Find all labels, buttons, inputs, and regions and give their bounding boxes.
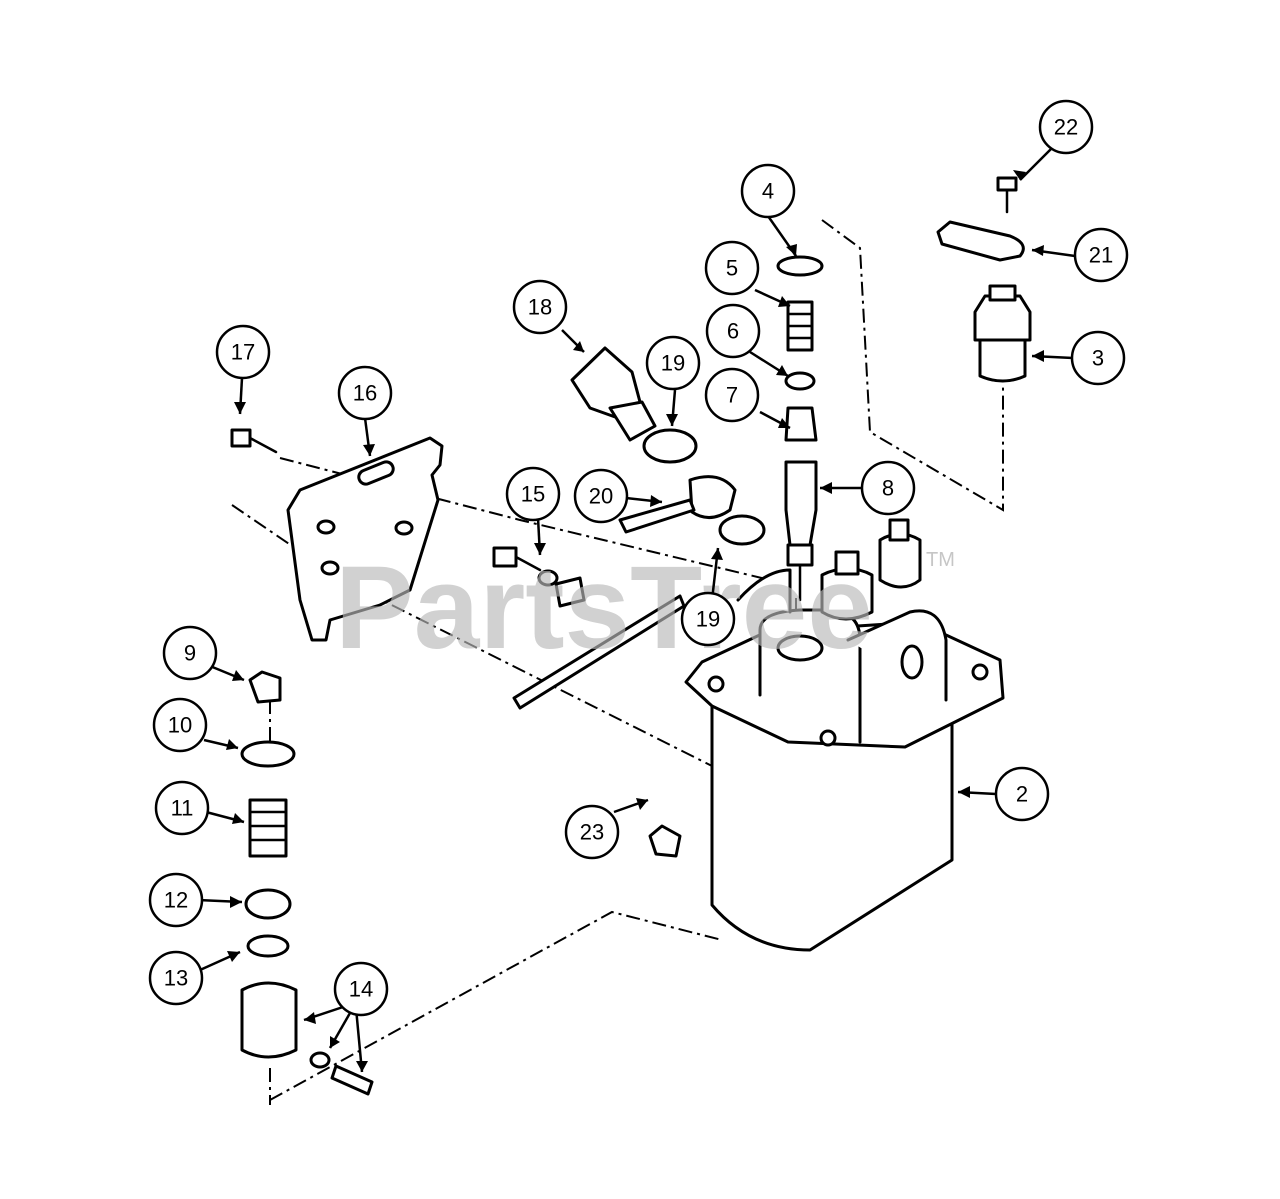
callout-19-lower-label: 19	[696, 607, 720, 632]
callout-14: 14	[333, 961, 389, 1017]
callout-9-label: 9	[184, 641, 196, 666]
bracket-strip	[492, 546, 686, 710]
callout-23-label: 23	[580, 820, 604, 845]
plunger-stack	[776, 255, 824, 602]
callout-8: 8	[860, 460, 916, 516]
callout-9: 9	[162, 625, 218, 681]
callout-21-label: 21	[1089, 243, 1113, 268]
callout-7-label: 7	[726, 383, 738, 408]
callout-20: 20	[573, 468, 629, 524]
mounting-plate	[230, 428, 444, 642]
callout-10-label: 10	[168, 713, 192, 738]
callout-16: 16	[337, 365, 393, 421]
callout-5: 5	[704, 240, 760, 296]
callout-19-lower: 19	[680, 591, 736, 647]
left-stack-parts	[240, 670, 374, 1096]
arrowheads	[226, 170, 1044, 1072]
callout-3-label: 3	[1092, 346, 1104, 371]
callout-16-label: 16	[353, 381, 377, 406]
callout-11-label: 11	[171, 796, 194, 821]
watermark-trademark: TM	[926, 549, 955, 571]
callout-18-label: 18	[528, 295, 552, 320]
callout-15: 15	[505, 466, 561, 522]
watermark-brand: PartsTree	[335, 542, 873, 674]
callout-17: 17	[215, 324, 271, 380]
callout-10: 10	[152, 697, 208, 753]
callout-22-label: 22	[1054, 115, 1078, 140]
callout-2: 2	[994, 766, 1050, 822]
callout-2-label: 2	[1016, 782, 1028, 807]
callout-18: 18	[512, 279, 568, 335]
callout-14-label: 14	[349, 977, 373, 1002]
callout-12-label: 12	[164, 888, 188, 913]
callout-23: 23	[564, 804, 620, 860]
watermark: PartsTree TM	[335, 542, 955, 674]
terminal-assembly-right	[936, 176, 1032, 383]
callout-17-label: 17	[231, 340, 255, 365]
plug-part	[648, 824, 682, 858]
callout-21: 21	[1073, 227, 1129, 283]
housing-terminals	[820, 518, 922, 621]
callout-6-label: 6	[727, 319, 739, 344]
callout-22: 22	[1038, 99, 1094, 155]
callout-13: 13	[148, 950, 204, 1006]
callout-6: 6	[705, 303, 761, 359]
callout-20-label: 20	[589, 484, 613, 509]
callout-12: 12	[148, 872, 204, 928]
callout-19-upper-label: 19	[661, 351, 685, 376]
callout-3: 3	[1070, 330, 1126, 386]
solenoid-housing	[684, 568, 1005, 952]
callout-5-label: 5	[726, 256, 738, 281]
callout-19-upper: 19	[645, 335, 701, 391]
callout-13-label: 13	[164, 966, 188, 991]
callout-4: 4	[740, 163, 796, 219]
callout-4-label: 4	[762, 179, 774, 204]
banjo-fitting-parts	[570, 346, 766, 546]
callout-11: 11	[154, 780, 210, 836]
callout-8-label: 8	[882, 476, 894, 501]
callout-7: 7	[704, 367, 760, 423]
callout-15-label: 15	[521, 482, 545, 507]
